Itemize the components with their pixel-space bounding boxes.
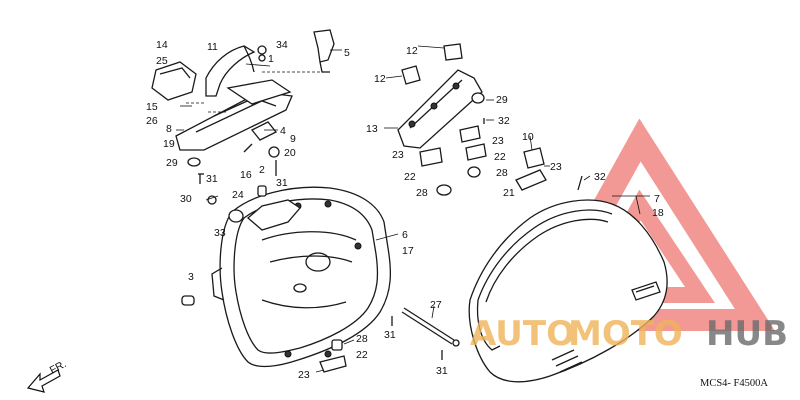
callout-1: 1 [268,53,274,65]
callout-31-cable: 31 [384,329,396,341]
callout-13: 13 [366,123,378,135]
callout-15: 15 [146,101,158,113]
callout-6: 6 [402,229,408,241]
callout-8: 8 [166,123,172,135]
handle-assembly [151,29,335,306]
callout-23-c: 23 [550,161,562,173]
callout-12-top: 12 [406,45,418,57]
callout-24: 24 [232,189,244,201]
callout-26: 26 [146,115,158,127]
callout-11: 11 [207,41,218,53]
callout-12-mid: 12 [374,73,386,85]
callout-32-right: 32 [594,171,606,183]
callout-30: 30 [180,193,192,205]
callout-28-b: 28 [416,187,428,199]
callout-28-a: 28 [496,167,508,179]
callout-31-left: 31 [206,173,218,185]
callout-19: 19 [163,138,175,150]
callout-29-right: 29 [496,94,508,106]
callout-25: 25 [156,55,168,67]
watermark-hub: HUB [706,314,788,354]
saddlebag-body [211,186,392,368]
callout-23-b: 23 [392,149,404,161]
callout-28-c: 28 [356,333,368,345]
callout-32-upper: 32 [498,115,510,127]
front-direction-arrow: FR. [26,358,69,393]
callout-7: 7 [654,193,660,205]
hinge-rail-assembly [397,43,583,196]
cable-and-fasteners [319,307,460,373]
callout-22-a: 22 [494,151,506,163]
callout-labels: 14 25 11 34 1 5 15 26 8 19 4 9 20 29 16 … [146,39,664,381]
callout-34: 34 [276,39,288,51]
leader-lines [176,45,650,373]
callout-14: 14 [156,39,168,51]
watermark-auto: AUTO [470,314,575,354]
callout-16: 16 [240,169,252,181]
watermark-moto: MOTO [568,314,683,354]
callout-23-d: 23 [298,369,310,381]
callout-9: 9 [290,133,296,145]
callout-10: 10 [522,131,534,143]
front-label: FR. [48,358,69,377]
callout-27: 27 [430,299,442,311]
callout-3: 3 [188,271,194,283]
callout-5: 5 [344,47,350,59]
saddlebag-lid [468,199,668,383]
callout-21: 21 [503,187,515,199]
figure-code: MCS4- F4500A [700,378,768,389]
callout-31-bottom: 31 [436,365,448,377]
callout-31-upper: 31 [276,177,288,189]
callout-29-left: 29 [166,157,178,169]
callout-2: 2 [259,164,265,176]
callout-4: 4 [280,125,286,137]
watermark-text: AUTO MOTO HUB [470,314,788,354]
callout-20: 20 [284,147,296,159]
callout-33: 33 [214,227,226,239]
callout-22-b: 22 [404,171,416,183]
callout-17: 17 [402,245,414,257]
callout-18: 18 [652,207,664,219]
callout-22-c: 22 [356,349,368,361]
front-arrow-icon [26,369,61,393]
callout-23-a: 23 [492,135,504,147]
